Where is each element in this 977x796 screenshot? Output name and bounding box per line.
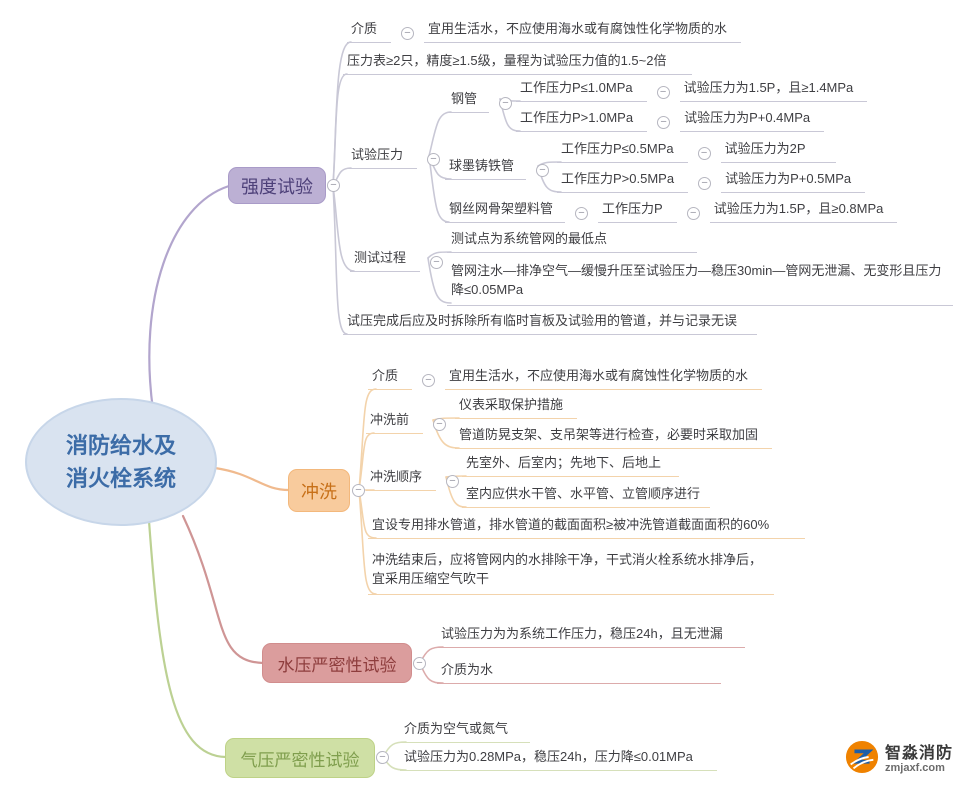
- topic-flush-order-item2[interactable]: 室内应供水干管、水平管、立管顺序进行: [462, 486, 711, 508]
- collapse-icon-ductile-low[interactable]: −: [697, 147, 711, 160]
- topic-mesh-cond[interactable]: 工作压力P: [598, 201, 677, 223]
- central-title-line2: 消火栓系统: [65, 466, 176, 491]
- collapse-icon-air-tightness[interactable]: −: [376, 751, 389, 764]
- topic-ductile-high-cond[interactable]: 工作压力P>0.5MPa: [557, 171, 689, 193]
- collapse-icon-flush-medium[interactable]: −: [422, 374, 436, 387]
- topic-process-point[interactable]: 测试点为系统管网的最低点: [447, 231, 698, 253]
- branch-air-tightness[interactable]: 气压严密性试验: [225, 738, 375, 778]
- topic-flush-before-item2[interactable]: 管道防晃支架、支吊架等进行检查，必要时采取加固: [455, 427, 773, 449]
- central-topic[interactable]: 消防给水及 消火栓系统: [25, 398, 217, 526]
- topic-strength-medium-text[interactable]: 宜用生活水，不应使用海水或有腐蚀性化学物质的水: [424, 21, 742, 43]
- topic-steel-low-cond[interactable]: 工作压力P≤1.0MPa: [516, 80, 647, 102]
- topic-strength-finish[interactable]: 试压完成后应及时拆除所有临时盲板及试验用的管道，并与记录无误: [343, 313, 758, 335]
- topic-steel-low-result[interactable]: 试验压力为1.5P，且≥1.4MPa: [679, 80, 868, 102]
- collapse-icon-mesh-pipe[interactable]: −: [575, 207, 589, 220]
- collapse-icon-flush[interactable]: −: [352, 484, 365, 497]
- topic-flush-medium-text[interactable]: 宜用生活水，不应使用海水或有腐蚀性化学物质的水: [445, 368, 763, 390]
- fire-company-logo-icon: [845, 740, 879, 779]
- watermark-logo: 智淼消防 zmjaxf.com: [845, 740, 953, 779]
- topic-air-tight-pressure[interactable]: 试验压力为0.28MPa，稳压24h，压力降≤0.01MPa: [400, 749, 717, 771]
- central-title-line1: 消防给水及: [65, 433, 176, 458]
- topic-flush-drain[interactable]: 宜设专用排水管道，排水管道的截面面积≥被冲洗管道截面面积的60%: [368, 517, 806, 539]
- topic-steel-high-cond[interactable]: 工作压力P>1.0MPa: [516, 110, 648, 132]
- topic-strength-medium-label[interactable]: 介质: [347, 21, 392, 43]
- topic-steel-pipe[interactable]: 钢管: [447, 91, 490, 113]
- topic-process-steps[interactable]: 管网注水—排净空气—缓慢升压至试验压力—稳压30min—管网无泄漏、无变形且压力…: [447, 262, 953, 306]
- branch-water-tightness[interactable]: 水压严密性试验: [262, 643, 412, 683]
- logo-domain: zmjaxf.com: [885, 762, 945, 775]
- collapse-icon-ductile-high[interactable]: −: [698, 177, 712, 190]
- topic-flush-medium-label[interactable]: 介质: [368, 368, 413, 390]
- collapse-icon-flush-order[interactable]: −: [446, 475, 460, 488]
- topic-flush-after[interactable]: 冲洗结束后，应将管网内的水排除干净，干式消火栓系统水排净后，宜采用压缩空气吹干: [368, 551, 774, 595]
- topic-test-pressure[interactable]: 试验压力: [347, 147, 418, 169]
- topic-mesh-result[interactable]: 试验压力为1.5P，且≥0.8MPa: [709, 201, 898, 223]
- topic-flush-before[interactable]: 冲洗前: [366, 412, 424, 434]
- topic-water-tight-medium[interactable]: 介质为水: [437, 662, 722, 684]
- topic-ductile-high-result[interactable]: 试验压力为P+0.5MPa: [721, 171, 866, 193]
- logo-company-name: 智淼消防: [885, 744, 954, 762]
- collapse-icon-strength-medium[interactable]: −: [401, 27, 415, 40]
- collapse-icon-test-process[interactable]: −: [430, 256, 444, 269]
- topic-flush-order-item1[interactable]: 先室外、后室内；先地下、后地上: [462, 455, 680, 477]
- topic-air-tight-medium[interactable]: 介质为空气或氮气: [400, 721, 531, 743]
- collapse-icon-test-pressure[interactable]: −: [427, 153, 441, 166]
- collapse-icon-steel-high[interactable]: −: [657, 116, 671, 129]
- collapse-icon-mesh-cond[interactable]: −: [686, 207, 700, 220]
- topic-mesh-pipe[interactable]: 钢丝网骨架塑料管: [445, 201, 566, 223]
- topic-steel-high-result[interactable]: 试验压力为P+0.4MPa: [680, 110, 825, 132]
- collapse-icon-flush-before[interactable]: −: [433, 418, 447, 431]
- topic-ductile-low-result[interactable]: 试验压力为2P: [720, 141, 836, 163]
- topic-ductile-low-cond[interactable]: 工作压力P≤0.5MPa: [557, 141, 688, 163]
- topic-flush-order[interactable]: 冲洗顺序: [366, 469, 437, 491]
- collapse-icon-strength[interactable]: −: [327, 179, 340, 192]
- topic-strength-gauge[interactable]: 压力表≥2只，精度≥1.5级，量程为试验压力值的1.5~2倍: [343, 53, 693, 75]
- collapse-icon-water-tightness[interactable]: −: [413, 657, 426, 670]
- collapse-icon-ductile-pipe[interactable]: −: [536, 164, 550, 177]
- collapse-icon-steel-low[interactable]: −: [656, 86, 670, 99]
- topic-ductile-pipe[interactable]: 球墨铸铁管: [445, 158, 527, 180]
- topic-flush-before-item1[interactable]: 仪表采取保护措施: [455, 397, 578, 419]
- branch-strength-test[interactable]: 强度试验: [228, 167, 326, 204]
- topic-test-process[interactable]: 测试过程: [350, 250, 421, 272]
- branch-flush[interactable]: 冲洗: [288, 469, 350, 512]
- topic-water-tight-pressure[interactable]: 试验压力为为系统工作压力，稳压24h，且无泄漏: [437, 626, 745, 648]
- collapse-icon-steel-pipe[interactable]: −: [499, 97, 513, 110]
